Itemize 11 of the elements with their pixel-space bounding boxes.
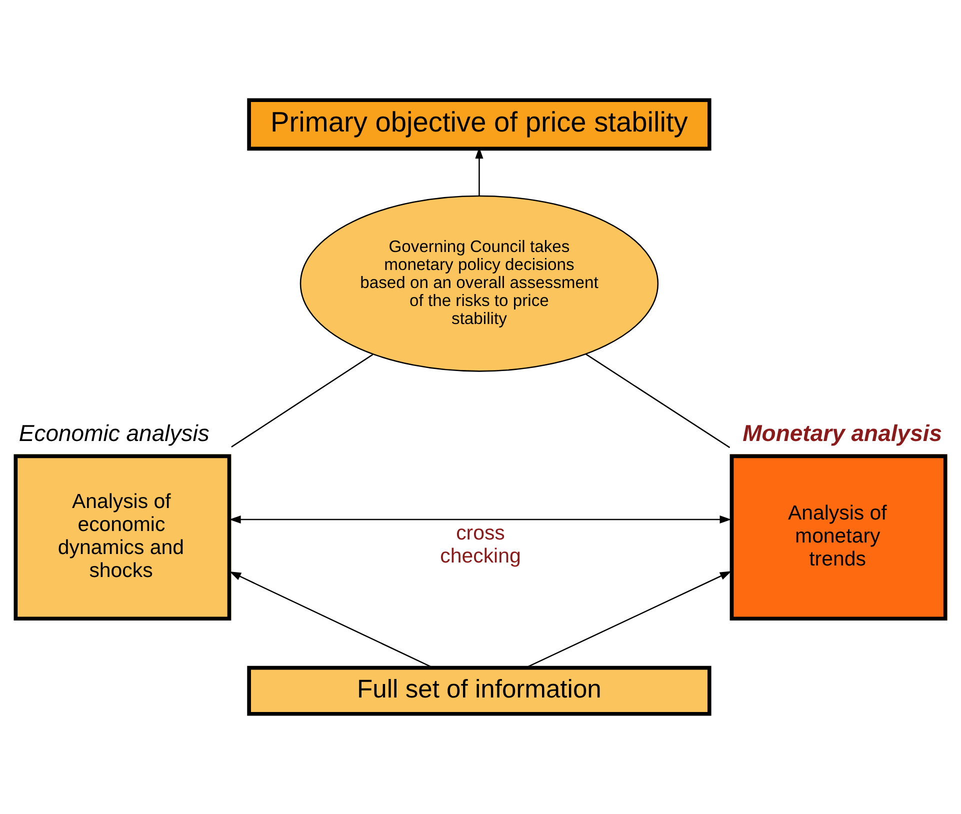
connector [585,354,730,448]
node-box: Primary objective of price stability [247,98,712,151]
arrow [230,571,434,668]
node-label: Monetary analysis [742,420,942,446]
arrow [229,515,732,524]
node-box: Full set of information [247,666,712,716]
arrow [526,571,732,668]
node-ellipse: Governing Council takes monetary policy decisions based on an overall assessment of the risks to price stability [300,195,659,372]
connector [231,354,374,448]
node-label: Economic analysis [18,420,210,446]
edge-label: cross checking [440,522,521,568]
